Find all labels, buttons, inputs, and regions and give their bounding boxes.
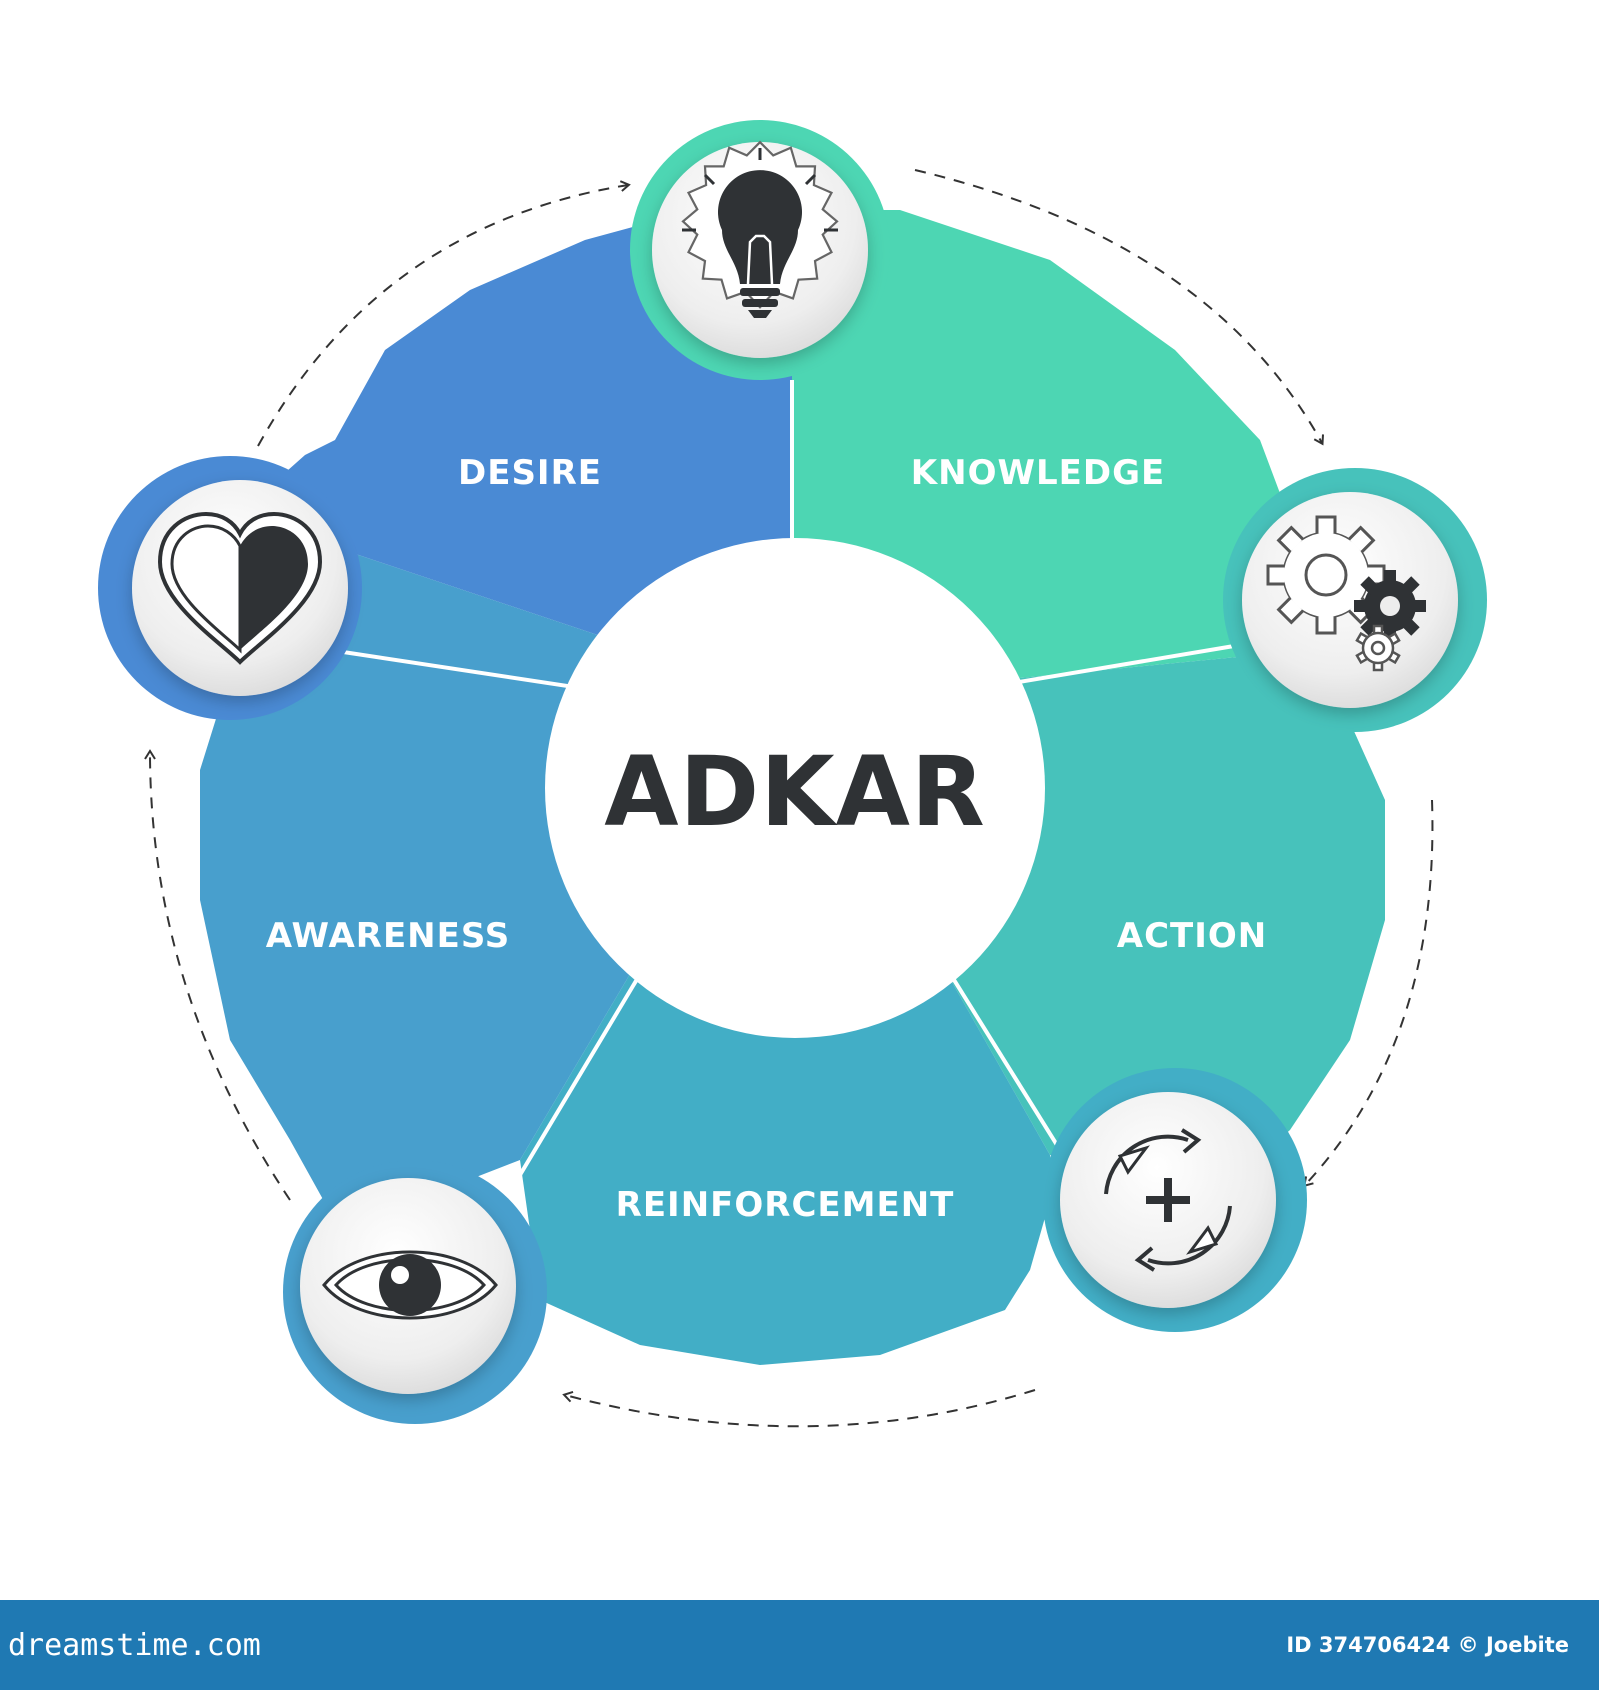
cycle-arrows (144, 169, 1434, 1428)
arrow-knowledge-to-action (914, 169, 1324, 446)
badge-awareness (283, 1160, 547, 1424)
watermark-footer: dreamstime.com ID 374706424 © Joebite (0, 1600, 1599, 1690)
arrow-action-to-reinforcement (1303, 799, 1434, 1188)
heart-icon (157, 511, 323, 665)
badge-knowledge (630, 120, 890, 380)
segment-label-awareness: AWARENESS (266, 916, 511, 956)
lightbulb-icon (681, 140, 839, 318)
brand-watermark: dreamstime.com (8, 1627, 261, 1663)
badge-reinforcement (1043, 1068, 1307, 1332)
center-circle (545, 538, 1045, 1038)
center-title: ADKAR (604, 736, 986, 848)
segment-label-knowledge: KNOWLEDGE (911, 453, 1165, 493)
refresh-plus-icon (1104, 1128, 1232, 1272)
arrow-desire-to-knowledge (257, 180, 631, 447)
arrow-reinforcement-to-awareness (562, 1389, 1036, 1428)
segment-label-reinforcement: REINFORCEMENT (616, 1185, 955, 1225)
segment-label-action: ACTION (1117, 916, 1267, 956)
adkar-diagram: ADKAR DESIRE KNOWLEDGE ACTION REINFORCEM… (98, 120, 1487, 1428)
segment-label-desire: DESIRE (458, 453, 602, 493)
badge-desire (98, 456, 362, 720)
segment-desire (254, 210, 792, 700)
gears-icon (1266, 515, 1426, 672)
eye-icon (322, 1250, 498, 1320)
badge-action (1223, 468, 1487, 732)
arrow-awareness-to-desire (144, 749, 291, 1201)
image-id-credit: ID 374706424 © Joebite (1286, 1633, 1569, 1657)
